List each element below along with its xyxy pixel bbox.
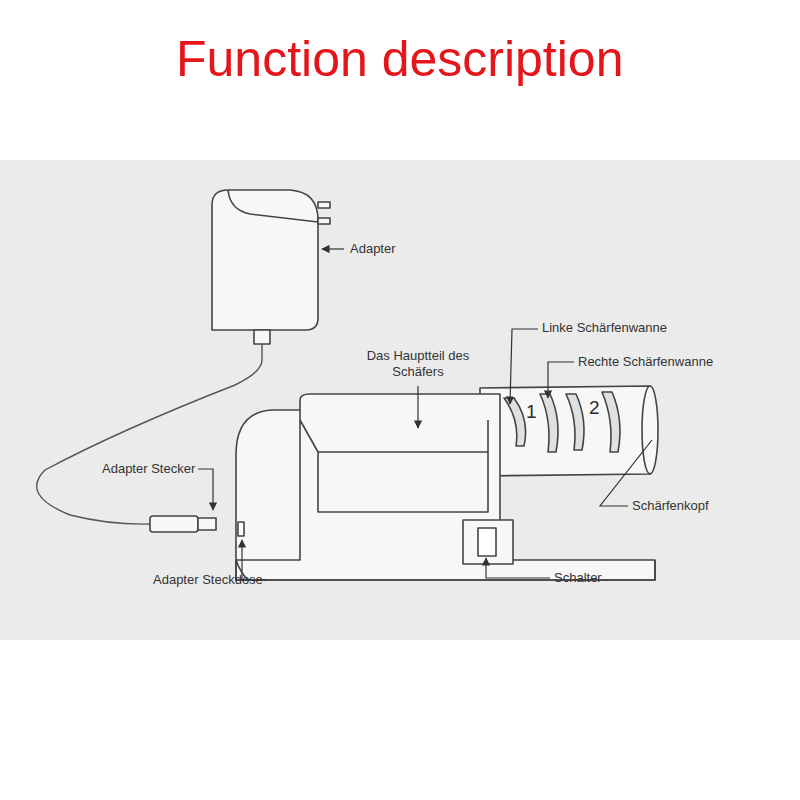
callout-number: 2 [589, 396, 600, 420]
part-label: Schärfenkopf [632, 498, 709, 514]
callout-number: 1 [526, 400, 537, 424]
part-label: Adapter [350, 241, 396, 257]
part-label: Adapter Stecker [102, 461, 195, 477]
part-label: Schalter [554, 570, 602, 586]
part-label: Das Hauptteil des Schäfers [358, 348, 478, 381]
part-label: Rechte Schärfenwanne [578, 354, 713, 370]
part-label: Adapter Steckdose [153, 572, 263, 588]
part-label: Linke Schärfenwanne [542, 320, 667, 336]
page-title: Function description [176, 28, 623, 91]
